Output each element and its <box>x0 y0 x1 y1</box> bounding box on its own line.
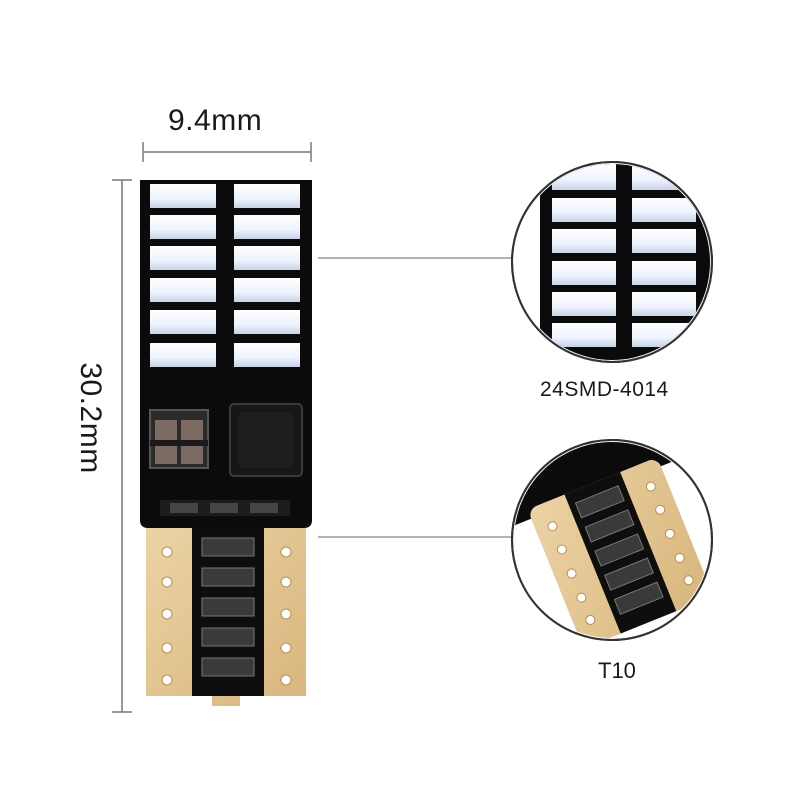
base-type-label: T10 <box>598 658 636 683</box>
height-dimension <box>112 179 132 713</box>
led-zoom-circle <box>511 161 713 363</box>
gold-base <box>146 528 306 706</box>
width-label: 9.4mm <box>168 104 263 137</box>
base-zoom-circle <box>511 439 713 641</box>
led-bulb <box>140 180 312 706</box>
led-type-label: 24SMD-4014 <box>540 378 669 401</box>
inductor-component <box>229 403 303 477</box>
resistor-component <box>149 409 209 469</box>
height-label: 30.2mm <box>74 362 107 474</box>
width-dimension <box>142 142 312 162</box>
led-chips <box>150 184 300 367</box>
